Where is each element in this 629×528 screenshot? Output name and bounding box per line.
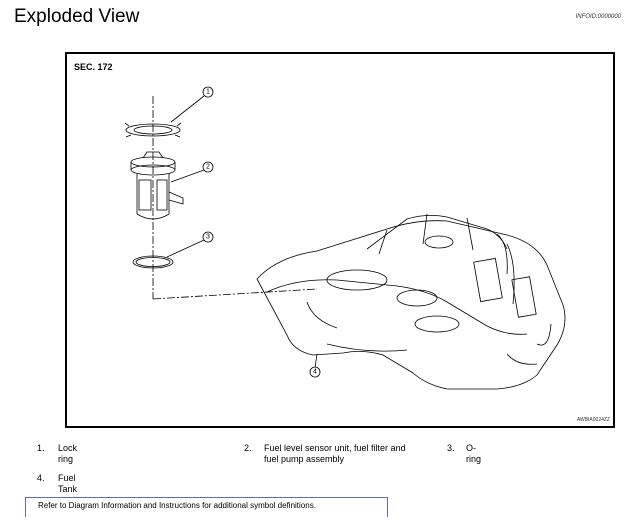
fuel-pump-part (130, 151, 184, 220)
legend-text: Fuel Tank (58, 473, 78, 494)
tank-axis-line (152, 288, 318, 300)
legend-text: Fuel level sensor unit, fuel filter and (264, 443, 406, 453)
document-id: INFOID:0000000 (575, 14, 621, 20)
symbol-reference-note: Refer to Diagram Information and Instruc… (25, 497, 388, 517)
legend-number: 2. (244, 443, 252, 453)
page-title: Exploded View (14, 6, 140, 27)
o-ring-part (132, 255, 174, 269)
fuel-tank-part (256, 213, 566, 390)
section-label: SEC. 172 (74, 62, 113, 72)
lock-ring-part (124, 122, 182, 138)
callout-3 (202, 231, 214, 243)
callout-4-label: 4 (313, 369, 317, 376)
figure-code: AWBIA0024ZZ (576, 417, 610, 423)
exploded-view-figure: SEC. 172 (65, 52, 615, 428)
legend-number: 3. (447, 443, 455, 453)
callout-1 (202, 86, 214, 98)
legend-text-continued: fuel pump assembly (264, 454, 345, 464)
callout-2 (202, 161, 214, 173)
exploded-diagram: 1 2 3 4 (124, 86, 566, 390)
legend-text: Lock ring (58, 443, 78, 464)
callout-2-label: 2 (206, 164, 210, 171)
callout-4 (309, 366, 321, 378)
legend-text: O-ring (466, 443, 482, 464)
callout-1-label: 1 (206, 89, 210, 96)
legend-number: 4. (37, 473, 45, 483)
callout-3-label: 3 (206, 234, 210, 241)
legend-number: 1. (37, 443, 45, 453)
